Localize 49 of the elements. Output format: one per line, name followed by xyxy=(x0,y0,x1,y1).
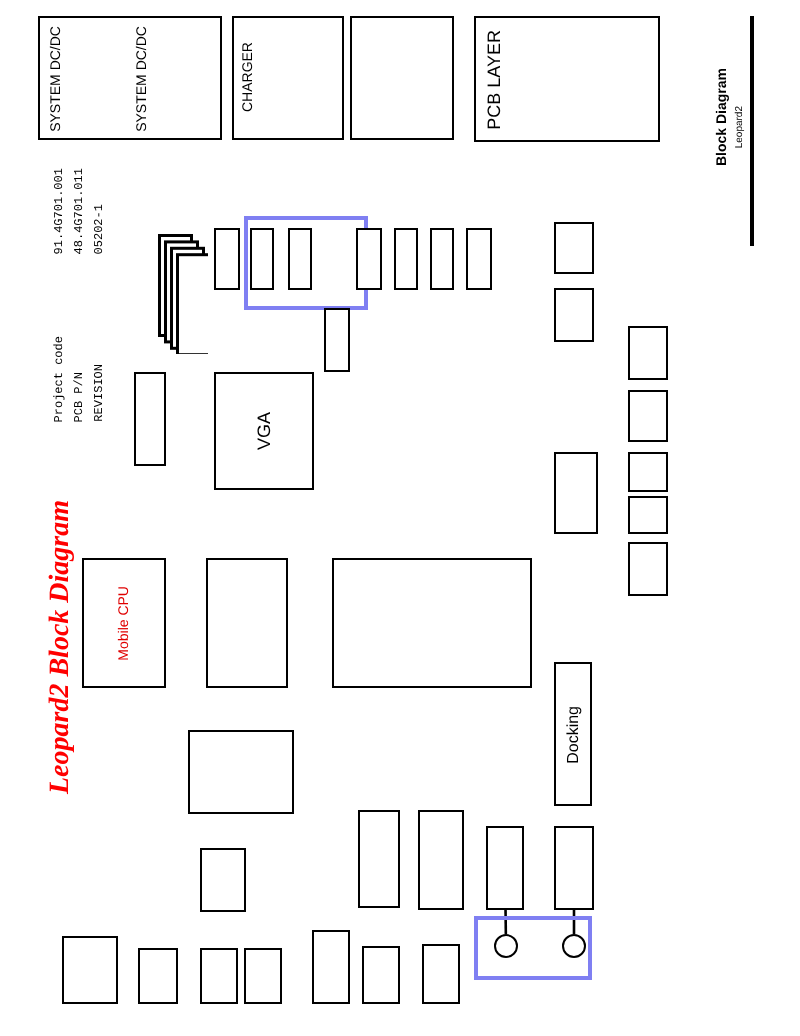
block-box xyxy=(188,730,294,814)
block-box xyxy=(206,558,288,688)
block-box xyxy=(474,16,660,142)
block-box xyxy=(62,936,118,1004)
block-box xyxy=(418,810,464,910)
block-box xyxy=(628,390,668,442)
block-box xyxy=(332,558,532,688)
block-box xyxy=(628,496,668,534)
block-box xyxy=(214,372,314,490)
block-box xyxy=(486,826,524,910)
block-box xyxy=(138,948,178,1004)
connector-circle xyxy=(494,934,518,958)
connector-line xyxy=(504,910,508,934)
connector-line xyxy=(572,910,576,934)
block-label: VGA xyxy=(255,411,273,450)
block-box xyxy=(324,308,350,372)
block-box xyxy=(350,16,454,140)
block-box xyxy=(554,452,598,534)
block-box xyxy=(394,228,418,290)
block-box xyxy=(362,946,400,1004)
block-box xyxy=(554,288,594,342)
block-box xyxy=(244,948,282,1004)
block-box xyxy=(250,228,274,290)
block-box xyxy=(312,930,350,1004)
block-box xyxy=(466,228,492,290)
diagram-title: Leopard2 Block Diagram xyxy=(48,500,76,794)
block-box xyxy=(38,16,222,140)
block-box xyxy=(358,810,400,908)
block-box xyxy=(82,558,166,688)
group-frame xyxy=(244,216,368,310)
block-box xyxy=(200,848,246,912)
block-box xyxy=(200,948,238,1004)
block-box xyxy=(430,228,454,290)
block-box xyxy=(628,452,668,492)
connector-circle xyxy=(562,934,586,958)
block-box xyxy=(356,228,382,290)
block-box xyxy=(554,662,592,806)
block-box xyxy=(134,372,166,466)
block-label: PCB LAYER xyxy=(486,29,504,129)
block-box xyxy=(554,222,594,274)
block-box xyxy=(554,826,594,910)
block-label: Docking xyxy=(565,705,581,763)
block-box xyxy=(628,542,668,596)
block-box xyxy=(422,944,460,1004)
block-box xyxy=(232,16,344,140)
block-box xyxy=(288,228,312,290)
group-frame xyxy=(474,916,592,980)
block-box xyxy=(628,326,668,380)
block-box xyxy=(214,228,240,290)
